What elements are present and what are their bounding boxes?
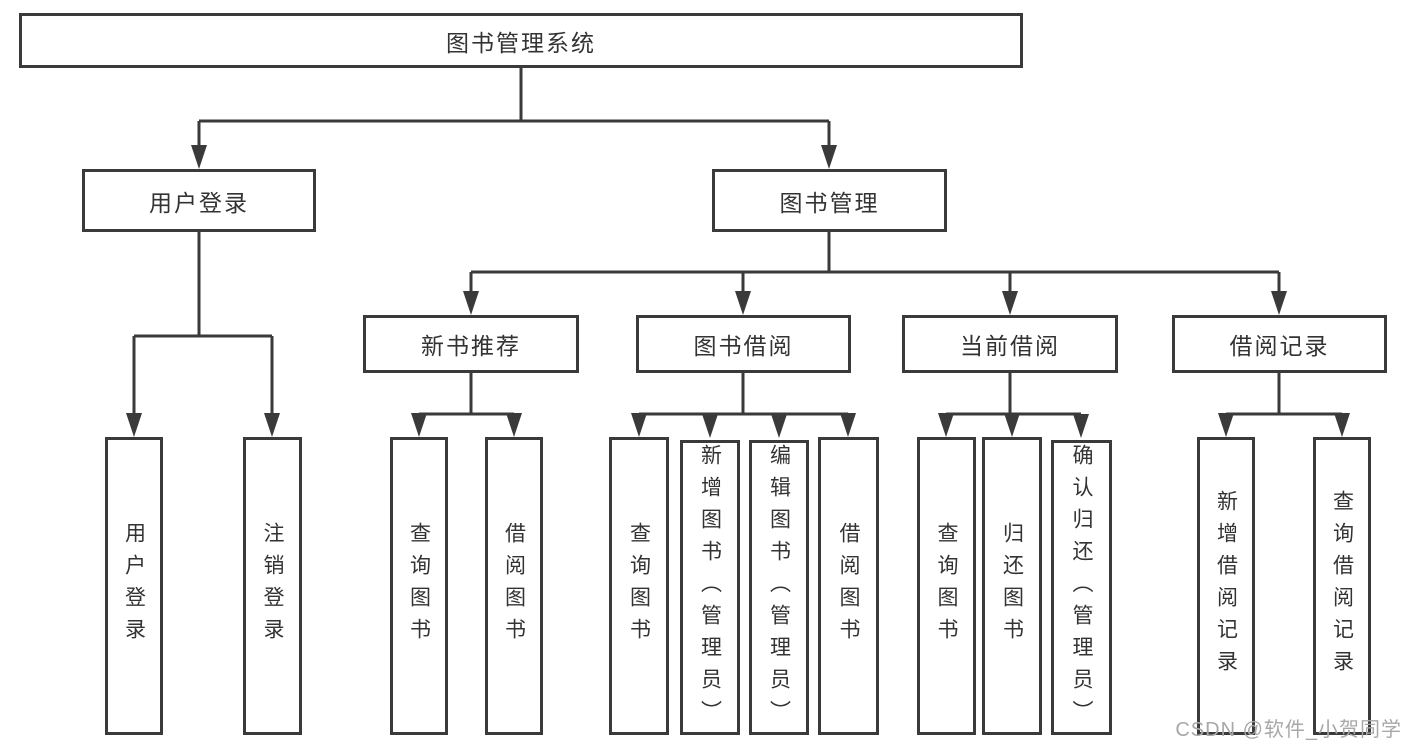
leaf-query-books-recommend: 查询图书 [390,437,448,735]
leaf-confirm-return-admin: 确认归还（管理员） [1051,440,1112,735]
leaf-logout-label: 注销登录 [261,522,284,650]
node-book-management: 图书管理 [712,169,947,232]
leaf-user-login-label: 用户登录 [122,522,146,650]
node-root: 图书管理系统 [19,13,1023,68]
node-new-book-recommend: 新书推荐 [363,315,579,373]
leaf-query-borrow-record: 查询借阅记录 [1313,437,1371,735]
leaf-borrow-books-recommend-label: 借阅图书 [502,522,526,650]
node-current-borrowing-label: 当前借阅 [960,333,1060,359]
leaf-edit-books-admin: 编辑图书（管理员） [749,440,809,735]
leaf-add-books-admin: 新增图书（管理员） [680,440,740,735]
arrowheads [126,145,1350,438]
leaf-query-books-current-label: 查询图书 [935,522,958,650]
leaf-query-books-borrowing-label: 查询图书 [627,522,651,650]
leaf-return-books: 归还图书 [982,437,1042,735]
node-borrowing-records-label: 借阅记录 [1229,333,1330,359]
leaf-query-books-borrowing: 查询图书 [609,437,669,735]
node-user-login-label: 用户登录 [149,189,249,216]
leaf-user-login: 用户登录 [105,437,163,735]
leaf-logout: 注销登录 [243,437,302,735]
node-book-management-label: 图书管理 [779,189,880,216]
leaf-return-books-label: 归还图书 [1000,522,1024,650]
leaf-borrow-books-borrowing: 借阅图书 [818,437,879,735]
node-user-login: 用户登录 [82,169,316,232]
leaf-borrow-books-borrowing-label: 借阅图书 [837,522,860,650]
node-current-borrowing: 当前借阅 [902,315,1118,373]
leaf-add-books-admin-label: 新增图书（管理员） [698,443,722,732]
leaf-add-borrow-record: 新增借阅记录 [1197,437,1255,735]
node-new-book-recommend-label: 新书推荐 [421,333,521,359]
node-borrowing-records: 借阅记录 [1172,315,1387,373]
leaf-edit-books-admin-label: 编辑图书（管理员） [767,443,791,732]
leaf-add-borrow-record-label: 新增借阅记录 [1214,490,1238,682]
leaf-query-books-recommend-label: 查询图书 [407,522,431,650]
csdn-watermark: CSDN @软件_小贺同学 [1175,719,1402,741]
node-book-borrowing-label: 图书借阅 [693,333,794,359]
leaf-confirm-return-admin-label: 确认归还（管理员） [1070,443,1093,732]
leaf-query-borrow-record-label: 查询借阅记录 [1330,490,1354,682]
leaf-borrow-books-recommend: 借阅图书 [485,437,543,735]
node-root-label: 图书管理系统 [446,29,596,56]
node-book-borrowing: 图书借阅 [636,315,851,373]
leaf-query-books-current: 查询图书 [917,437,976,735]
